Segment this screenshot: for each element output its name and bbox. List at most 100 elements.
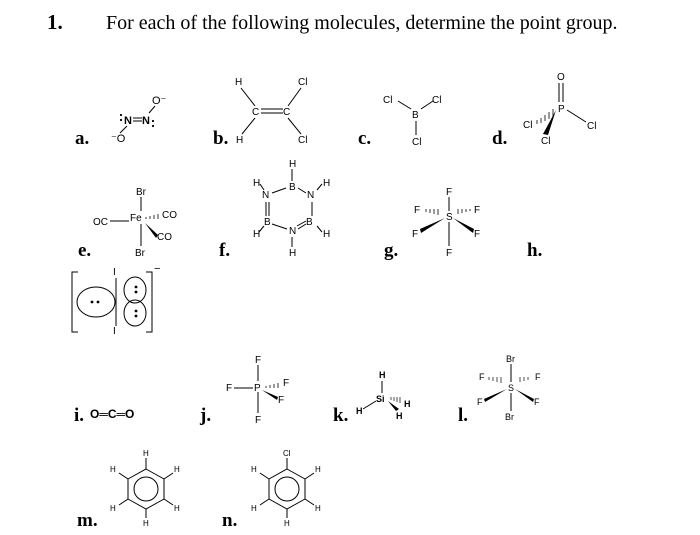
atom-f-top: F <box>446 187 452 198</box>
label-c: c. <box>358 128 372 149</box>
atom-h-5: H <box>110 504 116 513</box>
molecule-b: H Cl C C H Cl <box>235 77 307 146</box>
molecule-i: O═C═O <box>90 407 134 421</box>
atom-i-bottom: I <box>113 326 116 337</box>
atom-h-ll: H <box>253 229 260 240</box>
atom-i-top: I <box>113 267 116 278</box>
atom-f-hash: F <box>283 378 289 389</box>
molecule-c: Cl B Cl Cl <box>383 95 441 148</box>
label-f: f. <box>219 240 231 261</box>
atom-h-3: H <box>315 504 321 513</box>
atom-f-left: F <box>226 383 232 394</box>
molecule-a: ⁻O N N O⁻ <box>111 95 167 145</box>
atom-s: S <box>508 383 514 393</box>
atom-c-left: C <box>252 107 259 118</box>
label-b: b. <box>213 128 229 149</box>
atom-f-ll: F <box>477 397 483 407</box>
atom-cl-left: Cl <box>383 95 392 106</box>
atom-p: P <box>558 104 565 115</box>
atom-br-top: Br <box>136 187 147 198</box>
atom-cl-wedge: Cl <box>541 136 550 147</box>
atom-n-left: N <box>124 115 132 127</box>
atom-h-4: H <box>284 519 290 528</box>
atom-cl-right: Cl <box>432 95 441 106</box>
atom-h-4: H <box>143 519 149 528</box>
atom-f-ul: F <box>414 205 420 216</box>
atom-h-left: H <box>356 406 363 416</box>
atom-b-left: B <box>264 217 271 228</box>
atom-h-ul: H <box>253 178 260 189</box>
atom-cl-top: Cl <box>298 77 307 88</box>
question-number: 1. <box>47 10 63 34</box>
atom-f-ur: F <box>474 205 480 216</box>
atom-cl: Cl <box>283 449 291 458</box>
atom-n-right-top: N <box>307 190 314 201</box>
atom-f-ll: F <box>412 229 418 240</box>
atom-n-right: N <box>142 115 150 127</box>
atom-br-bottom: Br <box>135 248 146 259</box>
atom-co-wedge: CO <box>157 232 172 243</box>
atom-br-top: Br <box>506 354 515 364</box>
molecule-k: H Si H H H <box>356 370 411 421</box>
atom-cl-right: Cl <box>587 121 596 132</box>
atom-h-top: H <box>289 159 296 170</box>
atom-h-bottom: H <box>236 135 243 146</box>
atom-b-right: B <box>306 217 313 228</box>
label-j: j. <box>200 405 212 426</box>
label-h: h. <box>527 240 543 261</box>
atom-b-top: B <box>289 182 296 193</box>
atom-f-ul: F <box>479 372 485 382</box>
atom-oc: OC <box>93 217 108 228</box>
molecule-j: F F P F F F <box>226 355 289 426</box>
atom-f-wedge: F <box>278 395 284 406</box>
label-n: n. <box>222 510 238 531</box>
question-text: For each of the following molecules, det… <box>106 12 618 34</box>
atom-o-right: O⁻ <box>152 95 167 107</box>
atom-co-hash: CO <box>162 210 177 221</box>
label-e: e. <box>78 240 92 261</box>
atom-cl-bottom: Cl <box>298 135 307 146</box>
atom-h-lr: H <box>323 229 330 240</box>
label-k: k. <box>333 405 349 426</box>
atom-br-bottom: Br <box>505 412 514 422</box>
molecule-d: O P Cl Cl Cl <box>523 72 596 147</box>
molecule-e: Br OC Fe CO CO Br <box>93 187 177 259</box>
atom-h-bottom: H <box>289 248 296 259</box>
label-m: m. <box>77 510 98 531</box>
atom-c-right: C <box>283 107 290 118</box>
label-a: a. <box>75 128 90 149</box>
atom-h-5: H <box>251 504 257 513</box>
co2-formula: O═C═O <box>90 407 134 421</box>
atom-h-hash: H <box>404 399 411 409</box>
atom-f-ur: F <box>535 372 541 382</box>
atom-fe: Fe <box>130 213 142 224</box>
atom-o-left: ⁻O <box>111 133 126 145</box>
atom-f-lr: F <box>534 397 540 407</box>
atom-h-2: H <box>315 465 321 474</box>
atom-si: Si <box>376 394 385 404</box>
atom-h-3: H <box>174 504 180 513</box>
atom-f-lr: F <box>474 229 480 240</box>
atom-h-wedge: H <box>396 411 403 421</box>
atom-n-bottom: N <box>289 226 296 237</box>
molecule-h: − I I <box>71 263 160 337</box>
atom-h-1: H <box>143 449 149 458</box>
label-l: l. <box>458 405 469 426</box>
atom-cl-bottom: Cl <box>412 137 421 148</box>
atom-p: P <box>254 383 261 394</box>
charge-minus: − <box>154 263 160 275</box>
atom-cl-hash: Cl <box>523 120 532 131</box>
atom-h-top: H <box>235 77 242 88</box>
atom-h-top: H <box>379 370 386 380</box>
label-g: g. <box>384 240 399 261</box>
atom-f-bottom: F <box>255 415 261 426</box>
label-d: d. <box>492 128 508 149</box>
molecule-n: Cl H H H H H <box>251 449 321 528</box>
molecule-g: F F F S F F F <box>412 187 480 259</box>
atom-o: O <box>557 72 565 83</box>
label-i: i. <box>74 405 85 426</box>
molecule-l: Br F F S F F Br <box>477 354 541 422</box>
atom-h-6: H <box>251 465 257 474</box>
molecule-f: H B N N H H B B H H N H <box>253 159 330 259</box>
